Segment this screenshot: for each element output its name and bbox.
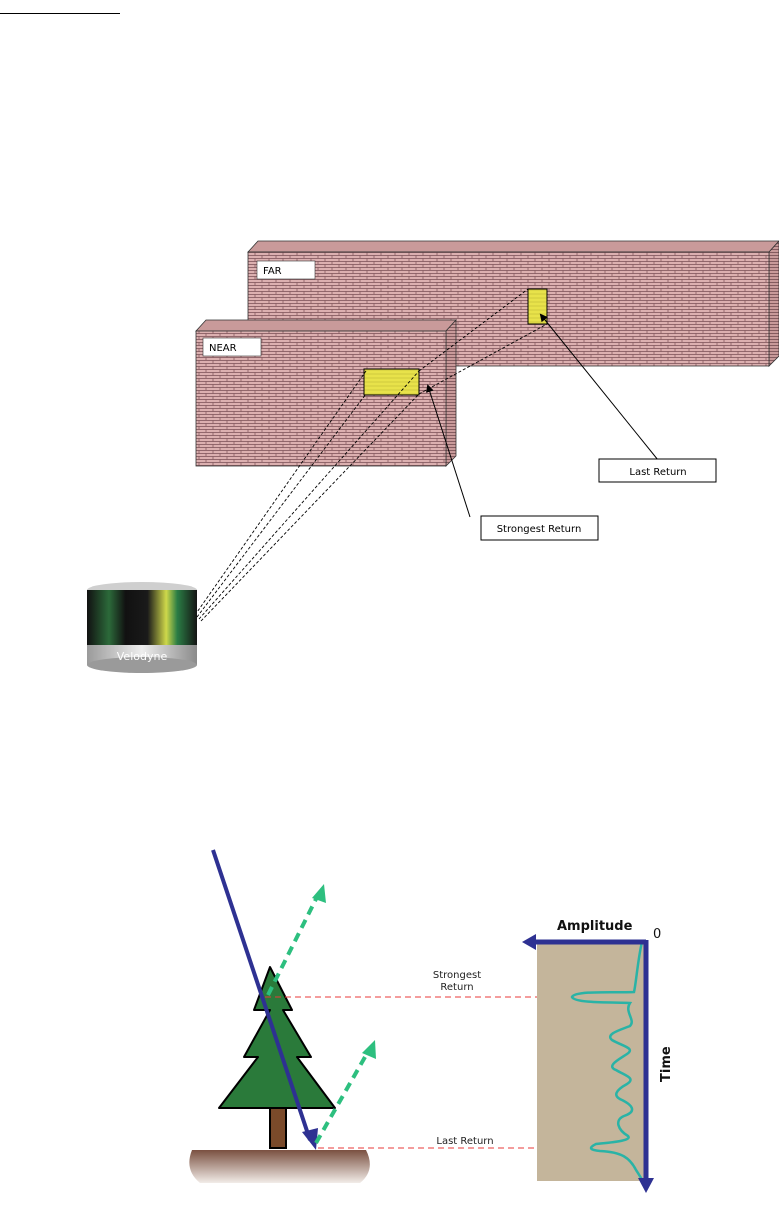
last-reflection-arrowhead [362, 1040, 376, 1059]
incoming-laser [211, 849, 312, 1141]
strongest-reflection-arrowhead [312, 884, 326, 903]
incoming-laser-arrowhead [302, 1128, 318, 1150]
near-label: NEAR [209, 343, 237, 354]
last-return-label: Last Return [436, 1136, 493, 1147]
strongest-reflection [266, 894, 320, 996]
amplitude-arrowhead [522, 934, 536, 950]
last-return-text: Last Return [629, 467, 686, 478]
last-reflection [314, 1049, 371, 1144]
strongest-return-text: Strongest Return [497, 524, 582, 535]
top-rule [0, 13, 120, 14]
far-label-box: FAR [256, 260, 316, 280]
time-arrowhead [638, 1178, 654, 1193]
far-label: FAR [263, 266, 282, 277]
near-label-box: NEAR [202, 337, 262, 357]
waveform-curve [570, 941, 644, 1182]
zero-label: 0 [653, 927, 661, 942]
near-target [363, 368, 420, 396]
laser-beams [194, 288, 548, 622]
waveform-panel [537, 942, 644, 1181]
last-return-callout: Last Return [598, 458, 717, 483]
velodyne-sensor: Velodyne [87, 582, 197, 673]
strongest-label-line1: Strongest [433, 970, 481, 981]
time-label: Time [659, 1046, 674, 1082]
strongest-return-pointer [426, 384, 471, 518]
amplitude-label: Amplitude [557, 919, 633, 934]
strongest-return-callout: Strongest Return [480, 515, 599, 541]
last-return-pointer [539, 313, 659, 461]
ground [189, 1150, 370, 1183]
velodyne-logo: Velodyne [117, 650, 168, 663]
strongest-label-line2: Return [440, 982, 473, 993]
tree [218, 966, 336, 1149]
